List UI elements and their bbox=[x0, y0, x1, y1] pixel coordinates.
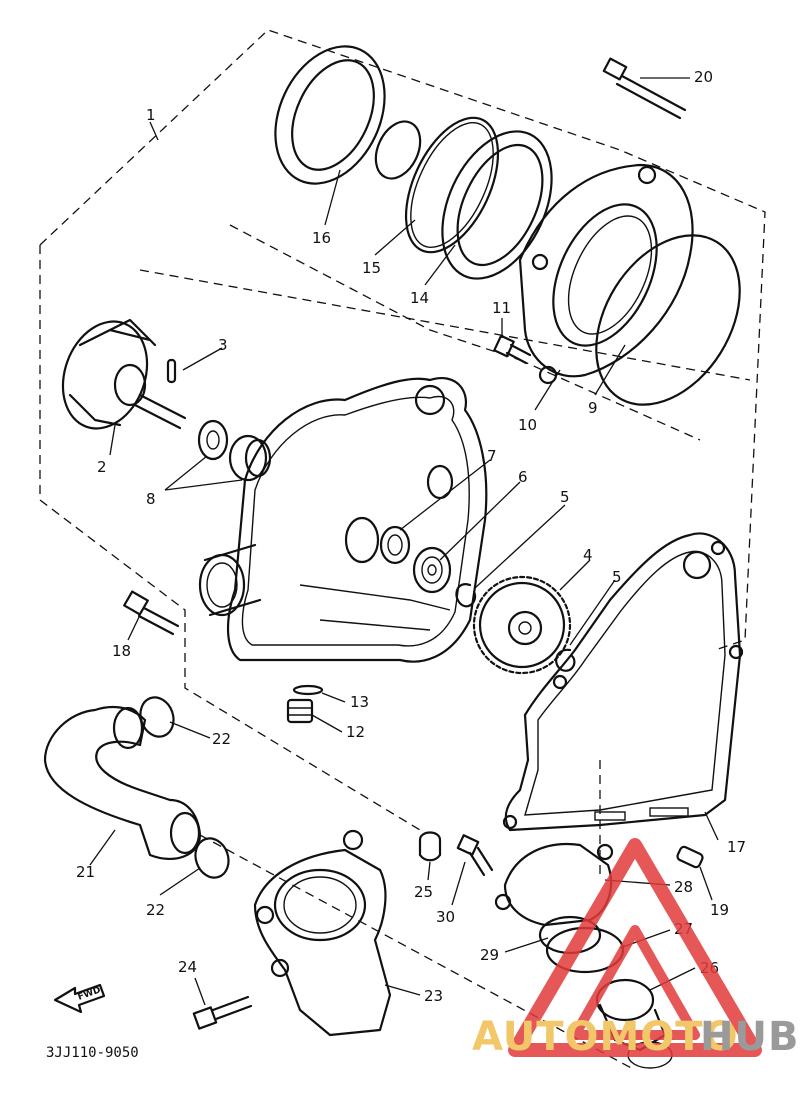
callout-5-upper: 5 bbox=[560, 488, 570, 506]
part-23-housing bbox=[253, 829, 392, 1037]
part-12-bolt bbox=[286, 698, 314, 724]
callout-6: 6 bbox=[518, 468, 528, 486]
callout-20: 20 bbox=[694, 68, 713, 86]
callout-21: 21 bbox=[76, 863, 95, 881]
callout-10: 10 bbox=[518, 416, 537, 434]
part-25-cap bbox=[418, 831, 442, 862]
part-9-o-ring bbox=[595, 234, 741, 406]
part-3-pin bbox=[166, 358, 177, 384]
callout-9: 9 bbox=[588, 399, 598, 417]
callout-22-lower: 22 bbox=[146, 901, 165, 919]
callout-13: 13 bbox=[350, 693, 369, 711]
callout-3: 3 bbox=[218, 336, 228, 354]
callout-1: 1 bbox=[146, 106, 156, 124]
callout-22-upper: 22 bbox=[212, 730, 231, 748]
part-24-bolt bbox=[192, 995, 253, 1030]
callout-19: 19 bbox=[710, 901, 729, 919]
watermark-brand-part1: AUTOMOTO bbox=[472, 1014, 739, 1060]
callout-23: 23 bbox=[424, 987, 443, 1005]
callout-28: 28 bbox=[674, 878, 693, 896]
callout-4: 4 bbox=[583, 546, 593, 564]
watermark-logo: AUTOMOTO HUB bbox=[472, 838, 799, 1060]
part-2-impeller bbox=[61, 318, 187, 430]
callout-16: 16 bbox=[312, 229, 331, 247]
part-10-cover bbox=[518, 163, 694, 385]
callout-11: 11 bbox=[492, 299, 511, 317]
callout-30: 30 bbox=[436, 908, 455, 926]
forward-arrow-icon: FWD bbox=[53, 983, 106, 1014]
part-14-ring bbox=[441, 130, 553, 280]
part-17-gasket bbox=[502, 532, 744, 832]
part-5-circlip-upper bbox=[455, 583, 477, 608]
callout-18: 18 bbox=[112, 642, 131, 660]
watermark-triangle-icon bbox=[508, 838, 762, 1057]
callout-7: 7 bbox=[487, 447, 497, 465]
callout-17: 17 bbox=[727, 838, 746, 856]
part-5-circlip-lower bbox=[555, 648, 576, 672]
callout-25: 25 bbox=[414, 883, 433, 901]
part-30-bolt bbox=[456, 834, 494, 877]
callout-15: 15 bbox=[362, 259, 381, 277]
watermark-brand-part2: HUB bbox=[700, 1014, 799, 1060]
part-8-seals bbox=[197, 419, 272, 482]
part-15-o-ring bbox=[404, 116, 500, 254]
callout-14: 14 bbox=[410, 289, 429, 307]
part-code-label: 3JJ110-9050 bbox=[46, 1045, 139, 1061]
part-4-gear bbox=[472, 575, 572, 675]
part-13-o-ring bbox=[292, 684, 324, 696]
part-16-seal bbox=[274, 45, 386, 185]
callout-5-lower: 5 bbox=[612, 568, 622, 586]
pump-housing bbox=[198, 377, 488, 663]
leader-lines bbox=[89, 77, 719, 1006]
part-6-bearing bbox=[412, 546, 452, 594]
callout-8: 8 bbox=[146, 490, 156, 508]
part-18-bolt bbox=[123, 590, 180, 636]
part-19-plug bbox=[676, 845, 704, 869]
part-20-bolt bbox=[602, 57, 687, 120]
part-22-o-ring-lower bbox=[194, 837, 230, 879]
part-11-screw bbox=[493, 334, 532, 365]
part-16-disc bbox=[374, 120, 422, 180]
callout-2: 2 bbox=[97, 458, 107, 476]
callout-12: 12 bbox=[346, 723, 365, 741]
part-21-elbow-pipe bbox=[43, 705, 202, 860]
part-7-bearing bbox=[379, 525, 411, 565]
callout-24: 24 bbox=[178, 958, 197, 976]
callout-29: 29 bbox=[480, 946, 499, 964]
